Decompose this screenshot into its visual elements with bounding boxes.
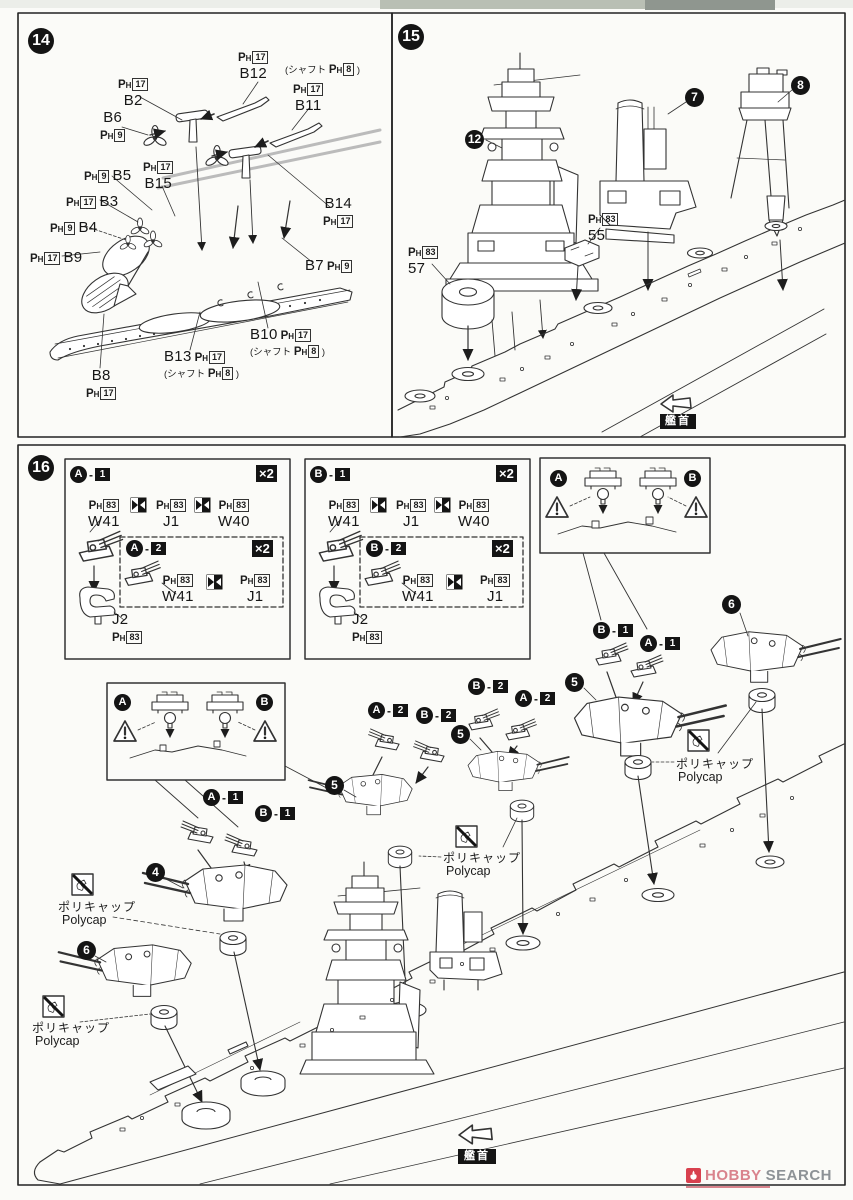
label-b1-right: B-1 bbox=[593, 622, 633, 639]
watermark-hobby-text: HOBBY bbox=[705, 1167, 762, 1184]
hobby-search-logo-icon bbox=[686, 1168, 701, 1183]
insert-icon bbox=[446, 574, 463, 590]
inset-right-letter-a: A bbox=[550, 470, 567, 487]
turret-circle-4: 4 bbox=[146, 863, 165, 882]
label-b2-centerleft: B-2 bbox=[416, 707, 456, 724]
insert-icon bbox=[130, 497, 147, 513]
label-a2-centerright: A-2 bbox=[515, 690, 555, 707]
panel-borders bbox=[17, 12, 846, 1186]
turret-circle-5-centerleft: 5 bbox=[325, 776, 344, 795]
turret-circle-5-right: 5 bbox=[565, 673, 584, 692]
x2-badge-boxA-sub: ×2 bbox=[252, 540, 273, 557]
hobby-search-watermark: HOBBY SEARCH bbox=[686, 1168, 832, 1183]
step-circle-14: 14 bbox=[28, 28, 54, 54]
turret-circle-6-stern: 6 bbox=[77, 941, 96, 960]
panel14-art bbox=[49, 81, 382, 369]
polycap-label-jp-t4: ポリキャップ bbox=[58, 900, 137, 914]
x2-badge-boxB: ×2 bbox=[496, 465, 517, 482]
label-a1-right: A-1 bbox=[640, 635, 680, 652]
scan-edge-dark bbox=[380, 0, 650, 9]
polycap-label-jp-right: ポリキャップ bbox=[676, 757, 755, 771]
part-circle-8: 8 bbox=[791, 76, 810, 95]
part-name: B12 bbox=[239, 64, 268, 82]
watermark-underline bbox=[686, 1186, 770, 1188]
bow-direction-label: 艦首 bbox=[660, 414, 696, 429]
insert-icon bbox=[206, 574, 223, 590]
panel15-art bbox=[397, 52, 846, 438]
label-a1-left: A-1 bbox=[203, 789, 243, 806]
step-circle-15: 15 bbox=[398, 24, 424, 50]
insert-icon bbox=[434, 497, 451, 513]
insert-icon bbox=[370, 497, 387, 513]
polycap-label-jp-center: ポリキャップ bbox=[443, 851, 522, 865]
panel16-art bbox=[33, 457, 845, 1185]
insert-icon bbox=[194, 497, 211, 513]
turret-circle-6-bow: 6 bbox=[722, 595, 741, 614]
polycap-label-en-center: Polycap bbox=[446, 864, 491, 878]
label-b1-left: B-1 bbox=[255, 805, 295, 822]
label-a2-centerleft: A-2 bbox=[368, 702, 408, 719]
x2-badge-boxA: ×2 bbox=[256, 465, 277, 482]
label-a1-boxA: A-1 bbox=[70, 466, 110, 483]
label-a2-boxA: A-2 bbox=[126, 540, 166, 557]
polycap-label-en-right: Polycap bbox=[678, 770, 723, 784]
part-circle-12: 12 bbox=[465, 130, 484, 149]
x2-badge-boxB-sub: ×2 bbox=[492, 540, 513, 557]
label-b2-centerright: B-2 bbox=[468, 678, 508, 695]
part-circle-7: 7 bbox=[685, 88, 704, 107]
label-b1-boxB: B-1 bbox=[310, 466, 350, 483]
bow-direction-label: 艦首 bbox=[458, 1149, 496, 1164]
scan-edge-darker bbox=[645, 0, 775, 10]
ph-number: 17 bbox=[252, 51, 269, 64]
inset-right-letter-b: B bbox=[684, 470, 701, 487]
label-b2-boxB: B-2 bbox=[366, 540, 406, 557]
inset-left-letter-a: A bbox=[114, 694, 131, 711]
watermark-search-text: SEARCH bbox=[765, 1167, 833, 1184]
polycap-label-en-t6: Polycap bbox=[35, 1034, 80, 1048]
polycap-label-en-t4: Polycap bbox=[62, 913, 107, 927]
step-circle-16: 16 bbox=[28, 455, 54, 481]
turret-circle-5-centerright: 5 bbox=[451, 725, 470, 744]
polycap-label-jp-t6: ポリキャップ bbox=[32, 1021, 111, 1035]
inset-left-letter-b: B bbox=[256, 694, 273, 711]
